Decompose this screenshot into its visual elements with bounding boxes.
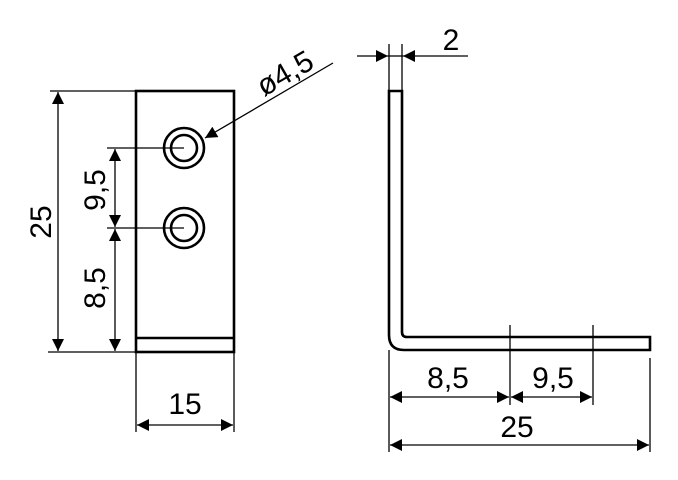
width-label: 15 (168, 388, 201, 421)
hole-diameter-label: ø4,5 (251, 44, 319, 103)
side-hole-edge-label: 8,5 (427, 362, 469, 395)
side-view: 2 8,5 9,5 25 (357, 24, 652, 452)
hole-spacing-label: 9,5 (79, 169, 112, 211)
diameter-leader (204, 62, 334, 139)
height-label: 25 (25, 205, 58, 238)
bracket-face (134, 89, 236, 354)
front-view: 25 9,5 8,5 15 ø4,5 (25, 44, 334, 432)
length-label: 25 (500, 411, 533, 444)
thickness-label: 2 (443, 24, 460, 57)
side-hole-spacing-label: 9,5 (532, 362, 574, 395)
bracket-profile (387, 89, 652, 352)
hole-edge-label: 8,5 (79, 267, 112, 309)
